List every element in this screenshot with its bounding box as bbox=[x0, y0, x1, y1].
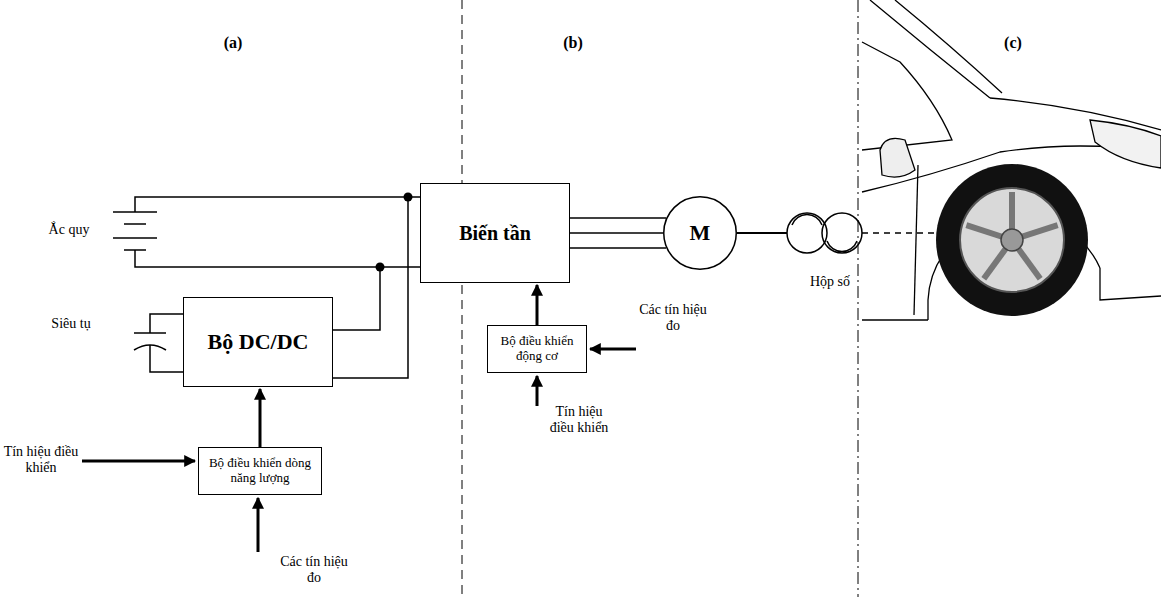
capacitor-symbol bbox=[134, 314, 183, 372]
motor-circle: M bbox=[663, 196, 737, 270]
node-text: Bộ DC/DC bbox=[208, 329, 309, 354]
car-illustration bbox=[862, 0, 1161, 320]
section-divider bbox=[858, 0, 859, 597]
battery-symbol bbox=[113, 197, 420, 267]
phase-wire bbox=[570, 232, 663, 234]
signal-arrow bbox=[82, 349, 636, 552]
controller-box: Bộ điều khiển động cơ bbox=[487, 325, 587, 373]
signal-label: Tín hiệu điều khiển bbox=[2, 444, 80, 476]
section-divider bbox=[462, 0, 463, 597]
car-wheel bbox=[936, 164, 1088, 316]
converter-box: Bộ DC/DC bbox=[183, 297, 333, 387]
inverter-box: Biến tần bbox=[420, 183, 570, 283]
node-text: Biến tần bbox=[459, 222, 531, 245]
controller-box: Bộ điều khiển dòng năng lượng bbox=[198, 447, 322, 495]
section-label: (b) bbox=[554, 34, 592, 52]
node-text: Bộ điều khiển động cơ bbox=[494, 334, 580, 364]
phase-wire bbox=[570, 217, 666, 219]
component-label: Siêu tụ bbox=[36, 316, 106, 332]
gearbox-label: Hộp số bbox=[803, 274, 857, 290]
bus-wire bbox=[333, 197, 408, 378]
component-label: Ắc quy bbox=[34, 222, 104, 238]
phase-wire bbox=[570, 247, 666, 249]
section-label: (a) bbox=[214, 34, 252, 52]
signal-label: Các tín hiệu đo bbox=[638, 302, 708, 334]
node-text: M bbox=[690, 220, 711, 245]
junction-dot bbox=[376, 263, 385, 272]
signal-label: Các tín hiệu đo bbox=[278, 554, 350, 586]
node-text: Bộ điều khiển dòng năng lượng bbox=[205, 456, 315, 486]
signal-arrow bbox=[536, 285, 539, 325]
signal-arrow bbox=[259, 389, 262, 447]
junction-dot bbox=[404, 193, 413, 202]
section-label: (c) bbox=[994, 34, 1032, 52]
signal-label: Tín hiệu điều khiển bbox=[544, 404, 614, 436]
